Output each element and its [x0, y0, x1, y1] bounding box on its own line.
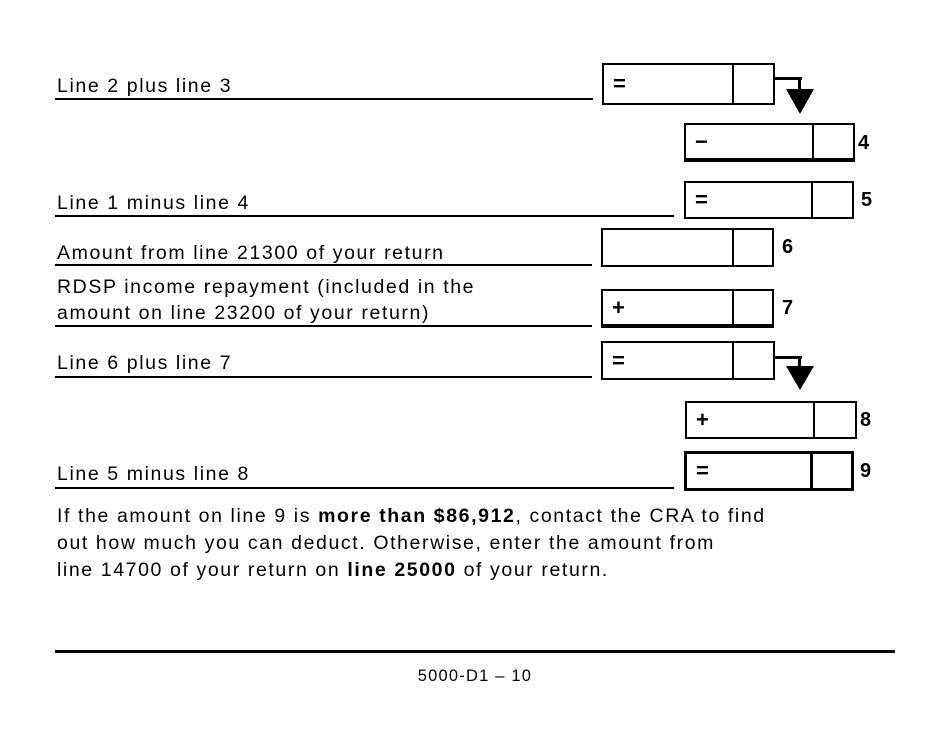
amount-box-line8: +: [685, 401, 857, 439]
instructions-line: line 14700 of your return on line 25000 …: [57, 557, 766, 584]
carry-down-arrow-icon: [775, 77, 802, 80]
equals-operator: =: [613, 71, 626, 96]
instructions-bold-line25000: line 25000: [347, 559, 457, 581]
equals-operator: =: [696, 458, 709, 483]
cents-divider: [732, 343, 734, 378]
amount-box-line7: +: [601, 289, 774, 328]
cents-divider: [811, 183, 813, 217]
label-line2-plus-line3: Line 2 plus line 3: [57, 75, 233, 97]
equals-operator: =: [612, 347, 625, 373]
instructions-segment: line 14700 of your return on: [57, 559, 348, 581]
amount-box-line6: [601, 228, 774, 267]
amount-input-cents[interactable]: [734, 291, 772, 324]
amount-box-line2-plus-line3: =: [602, 63, 775, 105]
line-number-8: 8: [860, 409, 872, 431]
amount-input-dollars[interactable]: [633, 291, 730, 324]
amount-input-cents[interactable]: [734, 230, 772, 265]
amount-input-cents[interactable]: [734, 65, 773, 103]
label-underline: [55, 264, 592, 266]
line-number-7: 7: [782, 297, 794, 319]
label-underline: [55, 376, 592, 378]
instructions-segment: If the amount on line 9 is: [57, 505, 319, 527]
line-number-5: 5: [861, 189, 873, 211]
carry-down-arrow-icon: [786, 89, 814, 114]
amount-input-cents[interactable]: [814, 125, 853, 158]
instructions-segment: , contact the CRA to find: [515, 505, 766, 527]
plus-operator: +: [612, 294, 625, 320]
page-number: 5000-D1 – 10: [417, 667, 533, 685]
label-rdsp-line1: RDSP income repayment (included in the: [57, 276, 476, 298]
minus-operator: −: [695, 128, 708, 154]
amount-input-dollars[interactable]: [717, 454, 808, 488]
amount-input-dollars[interactable]: [634, 65, 730, 103]
amount-input-cents[interactable]: [815, 403, 855, 437]
carry-down-arrow-icon: [786, 366, 814, 390]
instructions-segment: out how much you can deduct. Otherwise, …: [57, 532, 715, 554]
amount-input-dollars[interactable]: [605, 230, 732, 265]
label-underline: [55, 325, 592, 327]
carry-down-arrow-icon: [775, 356, 802, 359]
amount-input-dollars[interactable]: [633, 343, 730, 378]
amount-input-dollars[interactable]: [716, 183, 809, 217]
carry-down-arrow-icon: [798, 77, 801, 91]
amount-input-dollars[interactable]: [716, 125, 810, 158]
label-line5-minus-line8: Line 5 minus line 8: [57, 463, 250, 485]
label-rdsp-repayment: RDSP income repayment (included in the a…: [57, 274, 475, 326]
instructions-text: If the amount on line 9 is more than $86…: [57, 503, 766, 584]
label-amount-line21300: Amount from line 21300 of your return: [57, 242, 445, 264]
amount-input-cents[interactable]: [813, 454, 851, 488]
label-underline: [55, 98, 593, 100]
equals-operator: =: [695, 187, 708, 212]
cents-divider: [810, 454, 813, 488]
label-underline: [55, 487, 674, 489]
instructions-segment: of your return.: [456, 559, 609, 581]
line-number-6: 6: [782, 236, 794, 258]
label-line6-plus-line7: Line 6 plus line 7: [57, 352, 233, 374]
cents-divider: [732, 65, 734, 103]
instructions-line: If the amount on line 9 is more than $86…: [57, 503, 766, 530]
instructions-line: out how much you can deduct. Otherwise, …: [57, 530, 766, 557]
carry-down-arrow-icon: [798, 356, 801, 369]
amount-box-line4: −: [684, 123, 855, 162]
amount-box-line6-plus-line7: =: [601, 341, 775, 380]
amount-input-cents[interactable]: [813, 183, 852, 217]
cents-divider: [812, 125, 814, 158]
instructions-bold-threshold: more than $86,912: [318, 505, 516, 527]
footer-divider: [55, 650, 895, 653]
cents-divider: [732, 291, 734, 324]
plus-operator: +: [696, 407, 709, 432]
label-line1-minus-line4: Line 1 minus line 4: [57, 192, 250, 214]
cents-divider: [813, 403, 815, 437]
line-number-4: 4: [858, 132, 870, 154]
label-rdsp-line2: amount on line 23200 of your return): [57, 302, 431, 324]
amount-box-line9: =: [684, 451, 854, 491]
label-underline: [55, 215, 674, 217]
cents-divider: [732, 230, 734, 265]
amount-box-line5: =: [684, 181, 854, 219]
amount-input-cents[interactable]: [734, 343, 773, 378]
amount-input-dollars[interactable]: [717, 403, 811, 437]
line-number-9: 9: [860, 460, 872, 482]
